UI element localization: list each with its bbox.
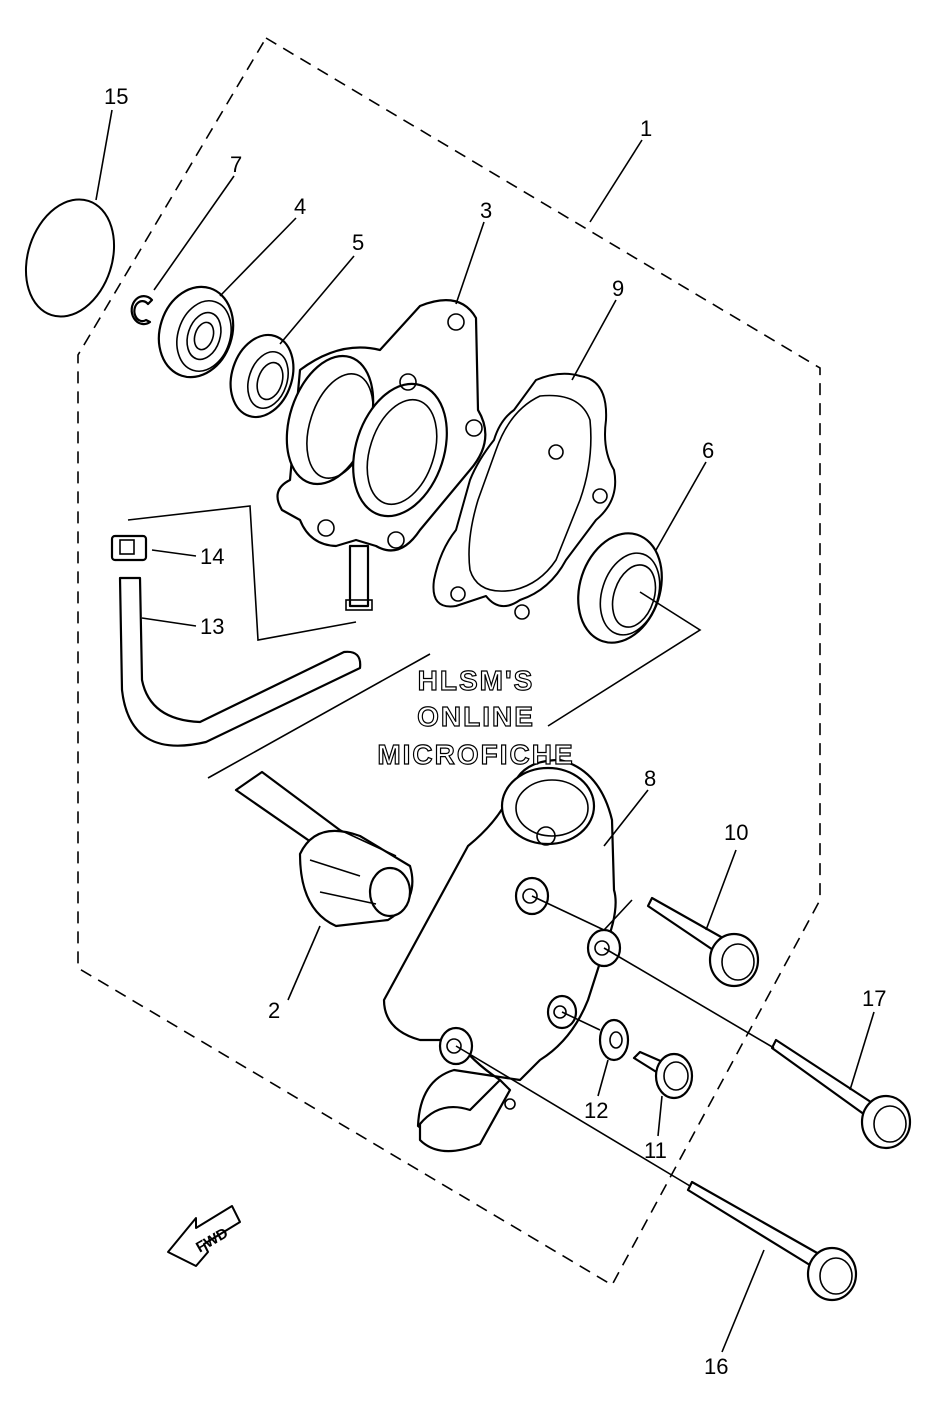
hose-13[interactable] bbox=[118, 576, 362, 747]
callout-3: 3 bbox=[480, 198, 492, 223]
bearing-4[interactable] bbox=[148, 277, 245, 387]
bolt-16[interactable] bbox=[686, 1180, 858, 1302]
callout-6: 6 bbox=[702, 438, 714, 463]
oil-seal-5[interactable] bbox=[220, 327, 303, 425]
callout-7: 7 bbox=[230, 152, 242, 177]
callout-9: 9 bbox=[612, 276, 624, 301]
callout-11: 11 bbox=[644, 1138, 667, 1163]
callout-12: 12 bbox=[584, 1098, 608, 1123]
callout-13: 13 bbox=[200, 614, 224, 639]
pump-housing-3[interactable] bbox=[272, 299, 487, 611]
callout-17: 17 bbox=[862, 986, 886, 1011]
callout-5: 5 bbox=[352, 230, 364, 255]
bolt-lines bbox=[455, 895, 775, 1187]
callout-10: 10 bbox=[724, 820, 748, 845]
watermark-line-2: ONLINE bbox=[417, 701, 535, 732]
callout-15: 15 bbox=[104, 84, 128, 109]
callout-2: 2 bbox=[268, 998, 280, 1023]
watermark-line-1: HLSM'S bbox=[418, 665, 535, 696]
leader-lines bbox=[95, 109, 875, 1353]
hose-clamp-14[interactable] bbox=[110, 534, 148, 562]
circlip-7[interactable] bbox=[130, 295, 154, 326]
callout-14: 14 bbox=[200, 544, 224, 569]
o-ring-15[interactable] bbox=[12, 188, 129, 328]
callout-4: 4 bbox=[294, 194, 306, 219]
impeller-shaft-2[interactable] bbox=[234, 770, 414, 928]
washer-12[interactable] bbox=[598, 1018, 630, 1062]
bolt-10[interactable] bbox=[646, 896, 760, 988]
fwd-arrow-icon: FWD bbox=[167, 1205, 241, 1267]
callout-16: 16 bbox=[704, 1354, 728, 1379]
gasket-9-inner bbox=[468, 394, 592, 592]
assembly-boundary bbox=[77, 36, 821, 1287]
callout-1: 1 bbox=[640, 116, 652, 141]
callout-8: 8 bbox=[644, 766, 656, 791]
gasket-9[interactable] bbox=[432, 372, 617, 608]
watermark-line-3: MICROFICHE bbox=[377, 739, 574, 770]
bolt-11[interactable] bbox=[632, 1050, 694, 1100]
pump-cover-8[interactable] bbox=[382, 758, 622, 1153]
oil-seal-6[interactable] bbox=[565, 522, 676, 653]
bolt-17[interactable] bbox=[770, 1038, 912, 1150]
hose-bracket bbox=[127, 505, 357, 641]
impeller-bracket bbox=[207, 591, 702, 779]
watermark: HLSM'S ONLINE MICROFICHE bbox=[377, 664, 574, 770]
